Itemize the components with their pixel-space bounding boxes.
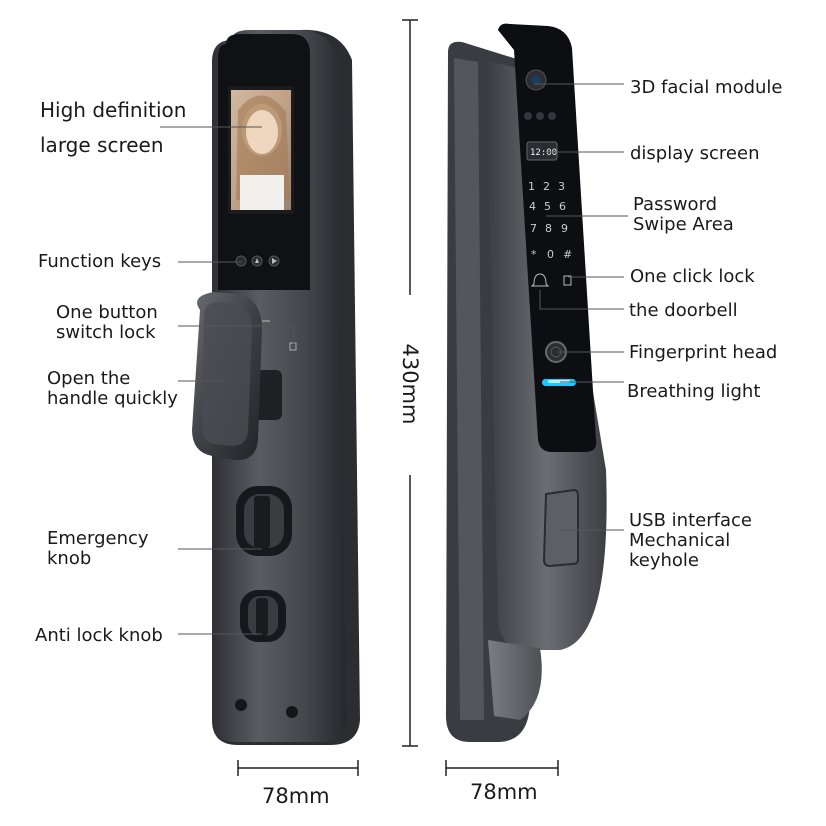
lock-icon xyxy=(563,275,572,286)
dimension-width-front: 78mm xyxy=(262,784,330,808)
dimension-height: 430mm xyxy=(398,343,422,425)
label-3d-facial-module: 3D facial module xyxy=(630,77,783,98)
label-doorbell: the doorbell xyxy=(629,300,738,321)
emergency-knob xyxy=(236,486,292,556)
label-one-click-lock: One click lock xyxy=(630,266,755,287)
key-hash: # xyxy=(563,248,572,261)
dimension-width-side: 78mm xyxy=(470,780,538,804)
label-display-screen: display screen xyxy=(630,143,760,164)
label-one-button: One button xyxy=(56,302,158,323)
front-panel xyxy=(498,23,597,452)
label-mechanical: Mechanical xyxy=(629,530,731,551)
front-lock xyxy=(192,29,360,746)
label-emergency: Emergency xyxy=(47,528,149,549)
key-1: 1 xyxy=(528,180,535,193)
label-knob: knob xyxy=(47,548,92,569)
label-switch-lock: switch lock xyxy=(56,322,156,343)
label-function-keys: Function keys xyxy=(38,251,162,272)
key-4: 4 xyxy=(529,200,536,213)
side-lock: 12:00 1 2 3 4 5 6 7 8 9 * 0 # xyxy=(446,23,607,742)
key-8: 8 xyxy=(545,222,552,235)
function-keys xyxy=(235,255,280,267)
key-3: 3 xyxy=(558,180,565,193)
keypad: 1 2 3 4 5 6 7 8 9 * 0 # xyxy=(528,180,572,261)
label-anti-lock-knob: Anti lock knob xyxy=(35,625,163,646)
key-0: 0 xyxy=(547,248,554,261)
key-6: 6 xyxy=(559,200,566,213)
leader-lines xyxy=(160,83,628,635)
anti-lock-knob xyxy=(240,590,286,642)
usb-cover xyxy=(542,488,579,568)
display-clock: 12:00 xyxy=(530,148,557,158)
key-9: 9 xyxy=(561,222,568,235)
label-large-screen: large screen xyxy=(40,133,164,157)
label-open-the: Open the xyxy=(47,368,131,389)
key-7: 7 xyxy=(530,222,537,235)
label-password: Password xyxy=(633,194,718,215)
label-high-definition: High definition xyxy=(40,98,187,122)
label-fingerprint-head: Fingerprint head xyxy=(629,342,778,363)
key-star: * xyxy=(531,248,537,261)
key-5: 5 xyxy=(544,200,551,213)
label-usb-interface: USB interface xyxy=(629,510,752,531)
mini-display xyxy=(526,141,558,161)
label-swipe-area: Swipe Area xyxy=(633,214,734,235)
label-keyhole: keyhole xyxy=(629,550,700,571)
dimension-lines xyxy=(237,19,559,776)
label-breathing-light: Breathing light xyxy=(627,381,761,402)
label-handle-quickly: handle quickly xyxy=(47,388,178,409)
doorbell-icon xyxy=(530,273,550,287)
switch-lock-icon xyxy=(289,342,297,351)
key-2: 2 xyxy=(543,180,550,193)
